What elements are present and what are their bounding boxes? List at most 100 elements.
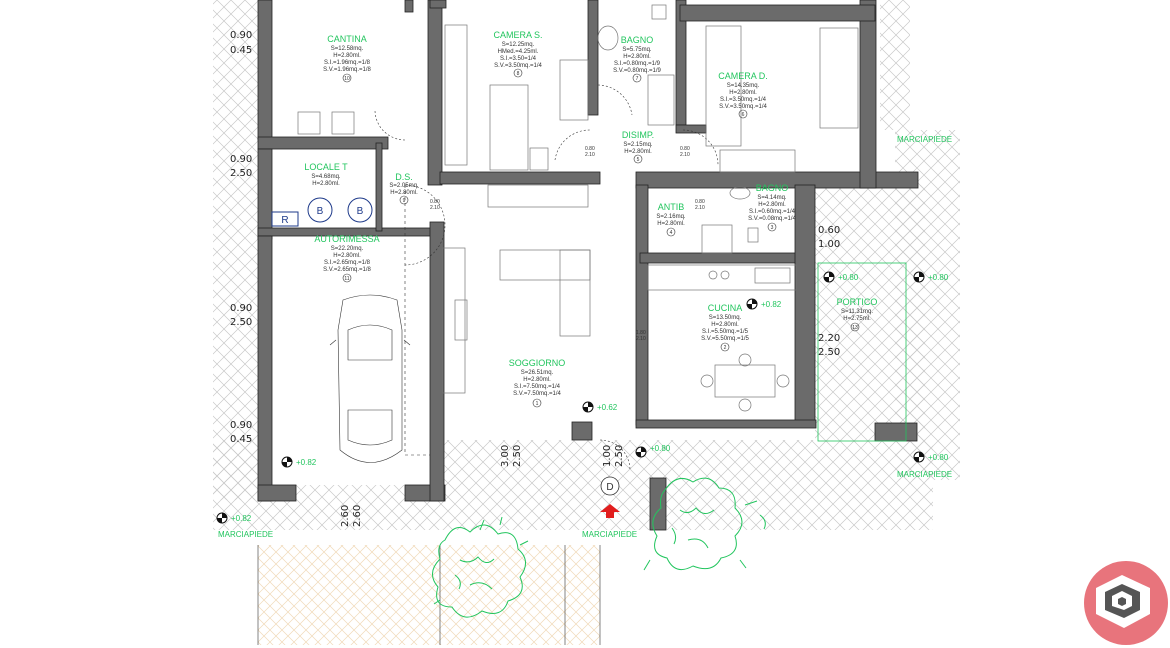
room-bagno-1: BAGNO S=5.75mq. H=2.80ml. S.I.=0.80mq.=1… (613, 35, 662, 83)
door-dim: 0.80 (430, 199, 440, 205)
room-area: S=2.15mq. (623, 142, 653, 148)
dim-label: 2.50 (512, 445, 523, 467)
tree-icon (432, 516, 529, 618)
marciapiede-label: MARCIAPIEDE (218, 530, 273, 539)
room-number: 2 (724, 345, 727, 351)
level-label: +0.80 (650, 444, 671, 453)
dim-label: 2.50 (818, 347, 840, 358)
room-area: S=26.51mq. (521, 370, 554, 376)
level-label: +0.80 (928, 453, 949, 462)
door-dim: 2.10 (680, 152, 690, 158)
left-dimensions: 0.90 0.45 0.90 2.50 0.90 2.50 0.90 0.45 (230, 30, 252, 445)
door-dim: 2.10 (636, 336, 646, 342)
room-name: BAGNO (756, 183, 789, 193)
room-si: S.I.=0.60mq.=1/4 (749, 209, 796, 215)
dim-label: 0.90 (230, 154, 252, 165)
room-si: S.I.=7.50mq.=1/4 (514, 384, 561, 390)
dim-label: 0.90 (230, 303, 252, 314)
room-name: CANTINA (327, 34, 367, 44)
room-area: S=4.68mq. (311, 174, 341, 180)
room-locale-t: LOCALE T S=4.68mq. H=2.80ml. (304, 162, 348, 187)
room-si: S.I.=5.50mq.=1/5 (702, 329, 749, 335)
room-area: S=4.14mq. (757, 195, 787, 201)
room-area: S=12.58mq. (331, 46, 364, 52)
room-name: BAGNO (621, 35, 654, 45)
door-dim: 2.10 (585, 152, 595, 158)
dim-label: 0.90 (230, 30, 252, 41)
entrance-label: D (606, 482, 613, 493)
room-sv: S.V.=2.65mq.=1/8 (323, 267, 371, 273)
boiler-b1-label: B (317, 206, 324, 217)
dim-label: 1.00 (602, 445, 613, 467)
room-area: S=13.50mq. (709, 315, 742, 321)
furniture (297, 4, 859, 412)
room-cantina: CANTINA S=12.58mq. H=2.80ml. S.I.=1.96mq… (323, 34, 372, 83)
room-height: H=2.80ml. (523, 377, 551, 383)
level-label: +0.80 (838, 273, 859, 282)
logo-icon (1084, 561, 1168, 645)
level-markers (216, 271, 925, 524)
room-height: H=2.75ml. (843, 316, 871, 322)
room-area: S=11.31mq. (841, 309, 873, 315)
room-area: S=14.35mq. (727, 83, 760, 89)
dim-label: 0.45 (230, 45, 252, 56)
marciapiede-label: MARCIAPIEDE (897, 470, 952, 479)
room-number: 8 (517, 71, 520, 77)
room-portico: PORTICO S=11.31mq. H=2.75ml. 13 (837, 297, 878, 332)
room-area: S=22.20mq. (331, 246, 364, 252)
room-number: 9 (403, 198, 406, 204)
room-name: PORTICO (837, 297, 878, 307)
room-ds: D.S. S=2.05mq. H=2.80ml. 9 (389, 172, 419, 205)
room-number: 6 (742, 112, 745, 118)
portico-outline (817, 262, 907, 442)
door-dim: 0.80 (585, 146, 595, 152)
room-antib: ANTIB S=2.16mq. H=2.80ml. 4 (656, 202, 686, 237)
room-soggiorno: SOGGIORNO S=26.51mq. H=2.80ml. S.I.=7.50… (509, 358, 566, 408)
dim-label: 1.00 (818, 239, 840, 250)
dim-label: 3.00 (500, 445, 511, 467)
dim-label: 2.50 (230, 317, 252, 328)
room-autorimessa: AUTORIMESSA S=22.20mq. H=2.80ml. S.I.=2.… (314, 234, 380, 283)
room-sv: S.V.=0.80mq.=1/9 (613, 68, 661, 74)
room-cucina: CUCINA S=13.50mq. H=2.80ml. S.I.=5.50mq.… (701, 303, 750, 352)
bottom-dimensions: 2.60 2.60 3.00 2.50 1.00 2.50 (340, 445, 625, 527)
door-dim: 1.80 (636, 330, 646, 336)
door-dim: 2.10 (430, 205, 440, 211)
marciapiede-label: MARCIAPIEDE (897, 135, 952, 144)
room-si: S.I.=3.50=1/4 (500, 56, 537, 62)
room-camera-s: CAMERA S. S=12.25mq. HMed.=4.25ml. S.I.=… (493, 30, 543, 78)
room-number: 3 (771, 225, 774, 231)
level-label: +0.62 (597, 403, 618, 412)
door-dim: 0.80 (680, 146, 690, 152)
room-height: HMed.=4.25ml. (498, 49, 539, 55)
parking-paving (257, 545, 601, 645)
room-si: S.I.=1.96mq.=1/8 (324, 60, 371, 66)
room-sv: S.V.=1.96mq.=1/8 (323, 67, 371, 73)
door-swings (374, 84, 719, 471)
boiler-b2-label: B (357, 206, 364, 217)
room-sv: S.V.=3.50mq.=1/4 (494, 63, 542, 69)
dim-label: 2.50 (230, 168, 252, 179)
walls (257, 0, 919, 531)
room-area: S=12.25mq. (502, 42, 535, 48)
room-name: ANTIB (658, 202, 685, 212)
room-si: S.I.=0.80mq.=1/9 (614, 61, 661, 67)
room-number: 10 (344, 76, 350, 82)
room-height: H=2.80ml. (623, 54, 651, 60)
room-height: H=2.80ml. (758, 202, 786, 208)
right-dimensions: 0.60 1.00 2.20 2.50 (818, 225, 840, 358)
room-sv: S.V.=5.50mq.=1/5 (701, 336, 749, 342)
room-bagno-2: BAGNO S=4.14mq. H=2.80ml. S.I.=0.60mq.=1… (748, 183, 797, 232)
dim-label: 2.50 (614, 445, 625, 467)
door-dimensions: 0.80 2.10 0.80 2.10 0.80 2.10 0.80 2.10 … (430, 146, 705, 342)
room-number: 4 (670, 230, 673, 236)
door-dim: 0.80 (695, 199, 705, 205)
room-si: S.I.=3.50mq.=1/4 (720, 97, 767, 103)
room-name: SOGGIORNO (509, 358, 566, 368)
room-number: 13 (852, 325, 858, 331)
room-name: CAMERA S. (493, 30, 542, 40)
level-label: +0.82 (761, 300, 782, 309)
room-name: CUCINA (708, 303, 743, 313)
entrance-marker (600, 476, 620, 518)
